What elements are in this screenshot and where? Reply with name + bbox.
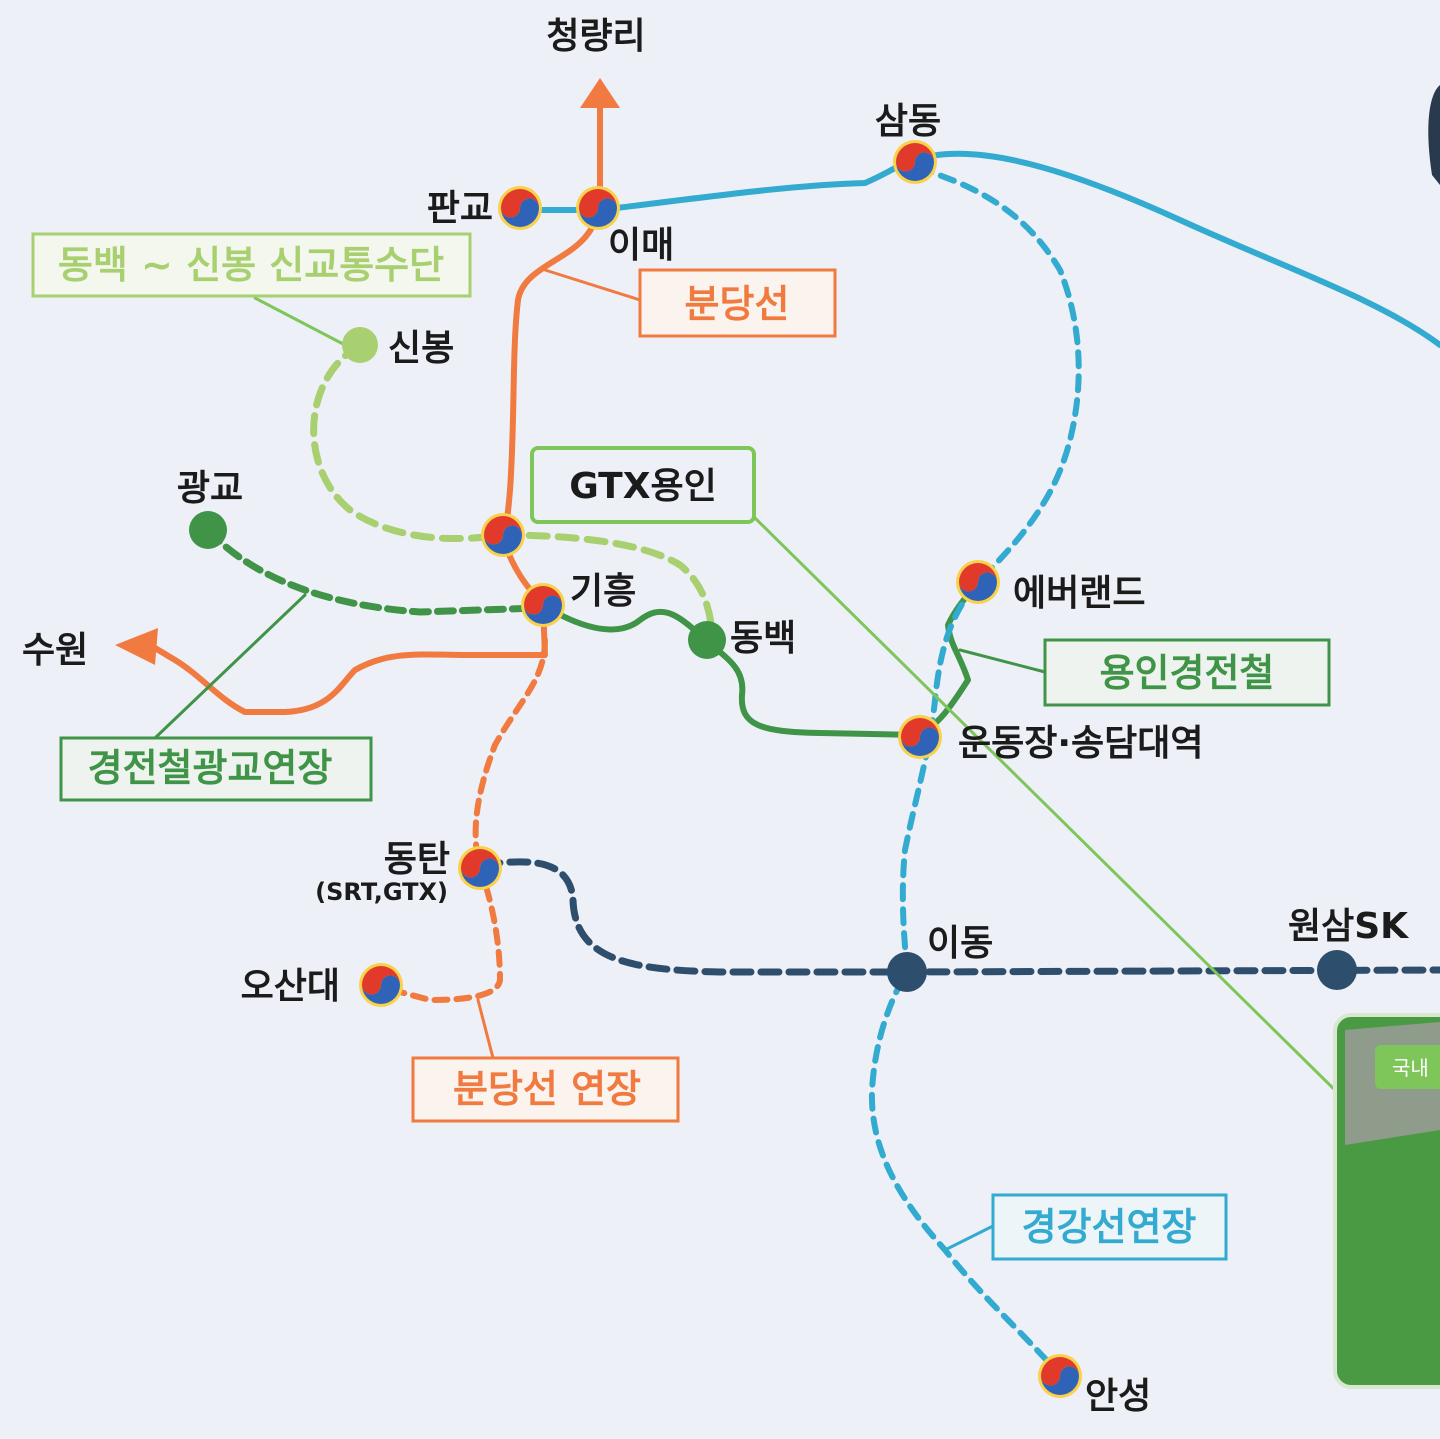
taegeuk-icon[interactable] xyxy=(898,715,942,759)
dongbaek-sinbong-label: 동백 ~ 신봉 신교통수단 xyxy=(58,243,444,287)
circle-dot-icon[interactable] xyxy=(887,952,927,992)
station-dongbaek: 동백 xyxy=(730,618,796,659)
station-gwanggyo: 광교 xyxy=(177,468,243,509)
bundang-extension-line xyxy=(382,637,548,1003)
bundang-line-main xyxy=(147,207,601,715)
taegeuk-icon[interactable] xyxy=(481,513,525,557)
callout-bundang: 분당선 xyxy=(638,268,837,338)
leader-line xyxy=(943,1223,997,1252)
station-osandae: 오산대 xyxy=(241,966,340,1007)
station-imae: 이매 xyxy=(608,225,674,266)
station-samdong: 삼동 xyxy=(875,101,941,142)
callout-yongin-lrt: 용인경전철 xyxy=(1043,638,1331,707)
circle-dot-icon[interactable] xyxy=(1317,950,1357,990)
station-cheongnyangni: 청량리 xyxy=(546,16,645,57)
taegeuk-icon[interactable] xyxy=(498,186,542,230)
station-undongjang: 운동장·송담대역 xyxy=(958,723,1204,764)
taegeuk-icon[interactable] xyxy=(1038,1354,1082,1398)
station-everland: 에버랜드 xyxy=(1013,573,1145,614)
station-dongtan-sub: (SRT,GTX) xyxy=(315,878,448,906)
station-labels: 청량리 삼동 판교 이매 신봉 광교 기흥 동백 수원 에버랜드 운동장·송담대… xyxy=(22,16,1409,1417)
callout-gyeonggang-ext: 경강선연장 xyxy=(991,1193,1228,1261)
callout-dongbaek-sinbong: 동백 ~ 신봉 신교통수단 xyxy=(31,232,472,298)
taegeuk-icon[interactable] xyxy=(458,846,502,890)
callout-gtx-yongin: GTX용인 xyxy=(530,446,756,524)
leader-line xyxy=(753,516,1342,1097)
gwanggyo-ext-label: 경전철광교연장 xyxy=(88,746,333,790)
station-idong: 이동 xyxy=(927,923,993,964)
taegeuk-icon[interactable] xyxy=(521,583,565,627)
station-suwon: 수원 xyxy=(22,630,88,671)
leader-line xyxy=(543,268,642,302)
station-giheung: 기흥 xyxy=(570,571,636,612)
yongin-lrt-label: 용인경전철 xyxy=(1100,651,1275,695)
edge-shape xyxy=(1428,85,1440,185)
gwanggyo-extension-line xyxy=(204,526,544,616)
leader-line xyxy=(958,648,1047,674)
station-sinbong: 신봉 xyxy=(388,328,454,369)
arrow-icon xyxy=(115,628,158,665)
gyeonggang-extension-line xyxy=(868,165,1082,1378)
gtx-yongin-label: GTX용인 xyxy=(569,466,716,507)
station-dongtan: 동탄 xyxy=(384,839,450,880)
circle-dot-icon[interactable] xyxy=(342,327,378,363)
transfer-stations xyxy=(359,140,1082,1398)
simple-stations xyxy=(189,327,1357,992)
navy-line xyxy=(478,858,1440,976)
callout-gwanggyo-ext: 경전철광교연장 xyxy=(59,736,373,802)
taegeuk-icon[interactable] xyxy=(893,140,937,184)
gyeonggang-ext-label: 경강선연장 xyxy=(1022,1205,1197,1249)
arrow-icon xyxy=(580,78,620,108)
leader-line xyxy=(476,998,495,1060)
taegeuk-icon[interactable] xyxy=(359,963,403,1007)
circle-dot-icon[interactable] xyxy=(189,511,227,549)
station-wonsam: 원삼SK xyxy=(1288,906,1409,947)
station-anseong: 안성 xyxy=(1085,1376,1151,1417)
taegeuk-icon[interactable] xyxy=(956,560,1000,604)
leader-line xyxy=(153,593,307,740)
circle-dot-icon[interactable] xyxy=(688,621,726,659)
inset-tag-label: 국내 xyxy=(1392,1056,1429,1080)
inset-photo: 국내 xyxy=(1333,1013,1440,1389)
callout-bundang-ext: 분당선 연장 xyxy=(411,1056,680,1123)
bundang-label: 분당선 xyxy=(685,282,790,326)
taegeuk-icon[interactable] xyxy=(576,186,620,230)
station-pangyo: 판교 xyxy=(427,188,493,229)
yongin-lrt-line xyxy=(540,579,981,738)
leader-line xyxy=(253,296,347,347)
bundang-ext-label: 분당선 연장 xyxy=(453,1067,641,1111)
